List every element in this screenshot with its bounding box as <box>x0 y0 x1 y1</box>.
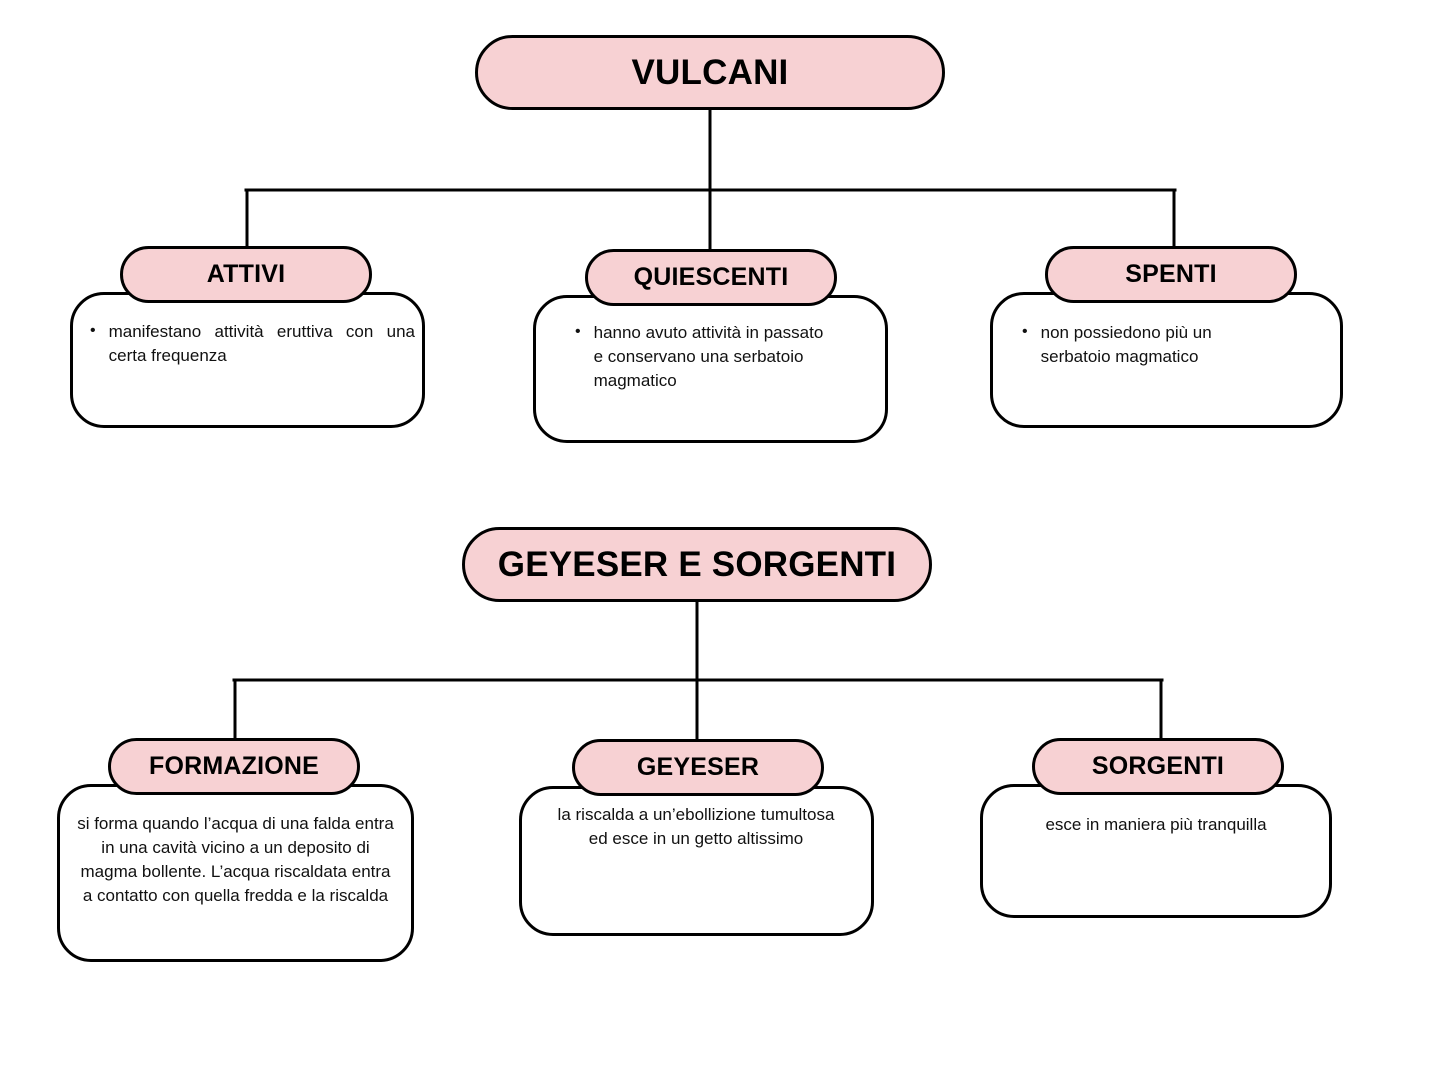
node-attivi-box <box>70 292 425 428</box>
node-quiescenti-header[interactable]: QUIESCENTI <box>585 249 837 306</box>
node-spenti-label: SPENTI <box>1125 260 1217 288</box>
bullet-icon: • <box>1022 323 1028 340</box>
node-spenti-text: • non possiedono più un serbatoio magmat… <box>1022 321 1272 369</box>
node-attivi-label: ATTIVI <box>206 260 286 288</box>
node-formazione-label: FORMAZIONE <box>148 752 320 780</box>
root-node-vulcani[interactable]: VULCANI <box>475 35 945 110</box>
node-geyeser-label: GEYESER <box>636 753 760 781</box>
node-geyeser-header[interactable]: GEYESER <box>572 739 824 796</box>
node-attivi-header[interactable]: ATTIVI <box>120 246 372 303</box>
node-formazione-box <box>57 784 414 962</box>
node-formazione-text: si forma quando l’acqua di una falda ent… <box>77 812 394 909</box>
node-sorgenti-header[interactable]: SORGENTI <box>1032 738 1284 795</box>
node-sorgenti-text: esce in maniera più tranquilla <box>1000 813 1312 837</box>
root-node-geyeser-e-sorgenti[interactable]: GEYESER E SORGENTI <box>462 527 932 602</box>
node-quiescenti-description: hanno avuto attività in passato e conser… <box>593 323 824 391</box>
node-formazione-header[interactable]: FORMAZIONE <box>108 738 360 795</box>
node-formazione-description: si forma quando l’acqua di una falda ent… <box>77 814 394 906</box>
node-spenti-description: non possiedono più un serbatoio magmatic… <box>1040 323 1212 367</box>
node-geyeser-description: la riscalda a un’ebollizione tumultosa e… <box>557 805 835 849</box>
node-quiescenti-box <box>533 295 888 443</box>
node-spenti-header[interactable]: SPENTI <box>1045 246 1297 303</box>
node-geyeser-text: la riscalda a un’ebollizione tumultosa e… <box>546 803 846 851</box>
root-node-vulcani-label: VULCANI <box>631 53 789 92</box>
node-attivi-text: • manifestano attività eruttiva con una … <box>90 320 415 368</box>
node-sorgenti-description: esce in maniera più tranquilla <box>1045 815 1267 834</box>
root-node-geyeser-e-sorgenti-label: GEYESER E SORGENTI <box>497 545 897 584</box>
node-quiescenti-label: QUIESCENTI <box>633 263 789 291</box>
node-attivi-description: manifestano attività eruttiva con una ce… <box>108 322 415 366</box>
node-quiescenti-text: • hanno avuto attività in passato e cons… <box>575 321 825 393</box>
bullet-icon: • <box>575 323 581 340</box>
node-sorgenti-box <box>980 784 1332 918</box>
node-sorgenti-label: SORGENTI <box>1091 752 1225 780</box>
bullet-icon: • <box>90 322 96 339</box>
